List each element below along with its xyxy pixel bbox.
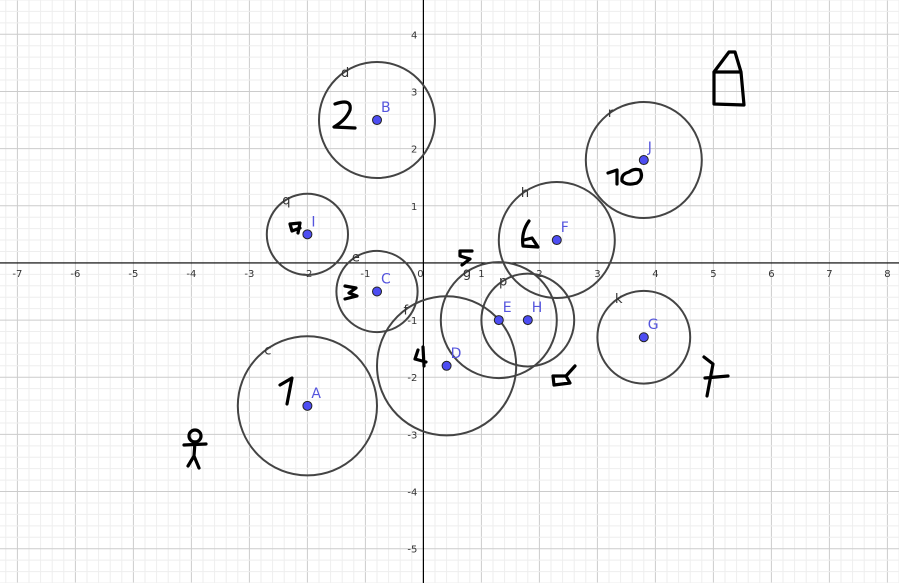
point-label-E: E bbox=[503, 300, 512, 316]
circle-label-d: d bbox=[341, 66, 349, 81]
handwritten-6 bbox=[521, 219, 540, 249]
x-tick-label: -3 bbox=[244, 269, 254, 280]
circle-label-f: f bbox=[403, 303, 408, 318]
handwritten-9 bbox=[288, 221, 302, 235]
circle-label-r: r bbox=[608, 106, 614, 121]
x-tick-label: -1 bbox=[360, 269, 370, 280]
house-doodle bbox=[712, 50, 746, 107]
circle-r[interactable] bbox=[584, 101, 703, 220]
point-label-I: I bbox=[311, 214, 315, 230]
point-D[interactable] bbox=[441, 360, 452, 371]
handwritten-5 bbox=[458, 249, 474, 267]
y-tick-label: -1 bbox=[407, 316, 417, 327]
y-tick-label: -2 bbox=[407, 373, 417, 384]
x-tick-label: -6 bbox=[70, 269, 80, 280]
y-tick-label: 2 bbox=[411, 145, 417, 156]
circle-c[interactable] bbox=[236, 335, 378, 477]
circle-d[interactable] bbox=[318, 61, 436, 180]
x-tick-label: 5 bbox=[710, 269, 716, 280]
point-H[interactable] bbox=[522, 315, 533, 326]
circle-label-g: g bbox=[463, 266, 471, 281]
point-F[interactable] bbox=[551, 235, 562, 246]
circle-label-k: k bbox=[615, 292, 623, 307]
x-tick-label: -5 bbox=[128, 269, 138, 280]
circle-p[interactable] bbox=[480, 272, 576, 368]
y-tick-label: -5 bbox=[407, 545, 417, 556]
point-label-H: H bbox=[532, 300, 543, 316]
point-I[interactable] bbox=[302, 229, 313, 240]
x-tick-label: -7 bbox=[12, 269, 22, 280]
handwritten-2 bbox=[332, 100, 357, 130]
circle-label-e: e bbox=[352, 250, 360, 265]
x-tick-label: -4 bbox=[186, 269, 196, 280]
handwritten-10 bbox=[606, 167, 644, 186]
point-label-D: D bbox=[451, 346, 462, 362]
x-tick-label: 3 bbox=[594, 269, 600, 280]
stick-figure-doodle bbox=[182, 428, 208, 470]
x-tick-label: 0 bbox=[417, 269, 423, 280]
y-tick-label: -4 bbox=[407, 488, 417, 499]
point-label-G: G bbox=[648, 317, 659, 333]
x-tick-label: 7 bbox=[826, 269, 832, 280]
y-tick-label: -3 bbox=[407, 430, 417, 441]
circle-q[interactable] bbox=[265, 192, 349, 276]
circles: c d e f g h k p q r bbox=[236, 61, 703, 477]
handwritten-3 bbox=[343, 284, 359, 301]
point-label-J: J bbox=[647, 140, 652, 156]
circle-e[interactable] bbox=[335, 249, 419, 334]
points: A B C D E F G H I J bbox=[302, 100, 659, 411]
point-label-C: C bbox=[381, 272, 391, 288]
circle-label-q: q bbox=[282, 193, 290, 208]
x-tick-label: 1 bbox=[478, 269, 484, 280]
y-tick-label: 3 bbox=[411, 87, 417, 98]
point-E[interactable] bbox=[493, 315, 504, 326]
x-tick-label: 8 bbox=[884, 269, 890, 280]
circle-label-c: c bbox=[264, 343, 271, 358]
handwritten-annotations bbox=[182, 50, 746, 470]
circle-label-p: p bbox=[499, 275, 507, 290]
point-label-F: F bbox=[561, 220, 569, 236]
point-A[interactable] bbox=[302, 400, 313, 411]
x-tick-label: 6 bbox=[768, 269, 774, 280]
handwritten-4 bbox=[413, 345, 428, 368]
point-label-B: B bbox=[381, 100, 391, 116]
circle-label-h: h bbox=[521, 186, 529, 201]
handwritten-1 bbox=[278, 376, 294, 406]
point-J[interactable] bbox=[638, 155, 649, 166]
handwritten-8 bbox=[551, 364, 577, 387]
y-tick-label: 4 bbox=[411, 30, 417, 41]
point-C[interactable] bbox=[372, 286, 382, 297]
point-B[interactable] bbox=[372, 115, 382, 126]
x-tick-label: 4 bbox=[652, 269, 658, 280]
circle-h[interactable] bbox=[497, 181, 616, 300]
y-tick-label: 1 bbox=[411, 202, 417, 213]
circle-g[interactable] bbox=[439, 261, 558, 380]
point-G[interactable] bbox=[638, 332, 649, 343]
point-label-A: A bbox=[311, 386, 321, 402]
handwritten-7 bbox=[702, 355, 730, 398]
circle-k[interactable] bbox=[596, 289, 692, 385]
